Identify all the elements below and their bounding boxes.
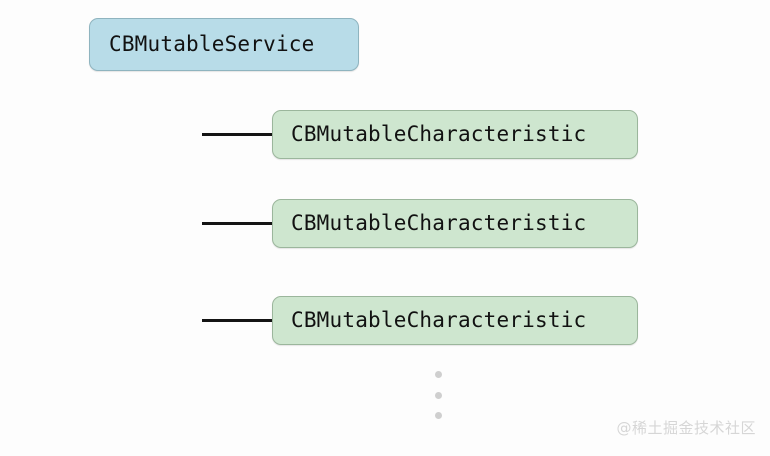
node-label-root: CBMutableService bbox=[109, 32, 315, 56]
ellipsis-dot bbox=[434, 391, 442, 399]
ellipsis-dot bbox=[434, 412, 442, 419]
vertical-ellipsis-icon bbox=[434, 371, 442, 419]
node-cbmutablecharacteristic-1[interactable]: CBMutableCharacteristic bbox=[272, 110, 638, 159]
watermark: @稀土掘金技术社区 bbox=[616, 419, 756, 437]
ellipsis-dot bbox=[434, 371, 442, 378]
node-label-characteristic-3: CBMutableCharacteristic bbox=[291, 308, 587, 332]
node-cbmutablecharacteristic-2[interactable]: CBMutableCharacteristic bbox=[272, 199, 638, 248]
node-cbmutablecharacteristic-3[interactable]: CBMutableCharacteristic bbox=[272, 296, 638, 345]
node-label-characteristic-1: CBMutableCharacteristic bbox=[291, 122, 587, 146]
node-label-characteristic-2: CBMutableCharacteristic bbox=[291, 211, 587, 235]
node-cbmutableservice[interactable]: CBMutableService bbox=[89, 18, 359, 71]
